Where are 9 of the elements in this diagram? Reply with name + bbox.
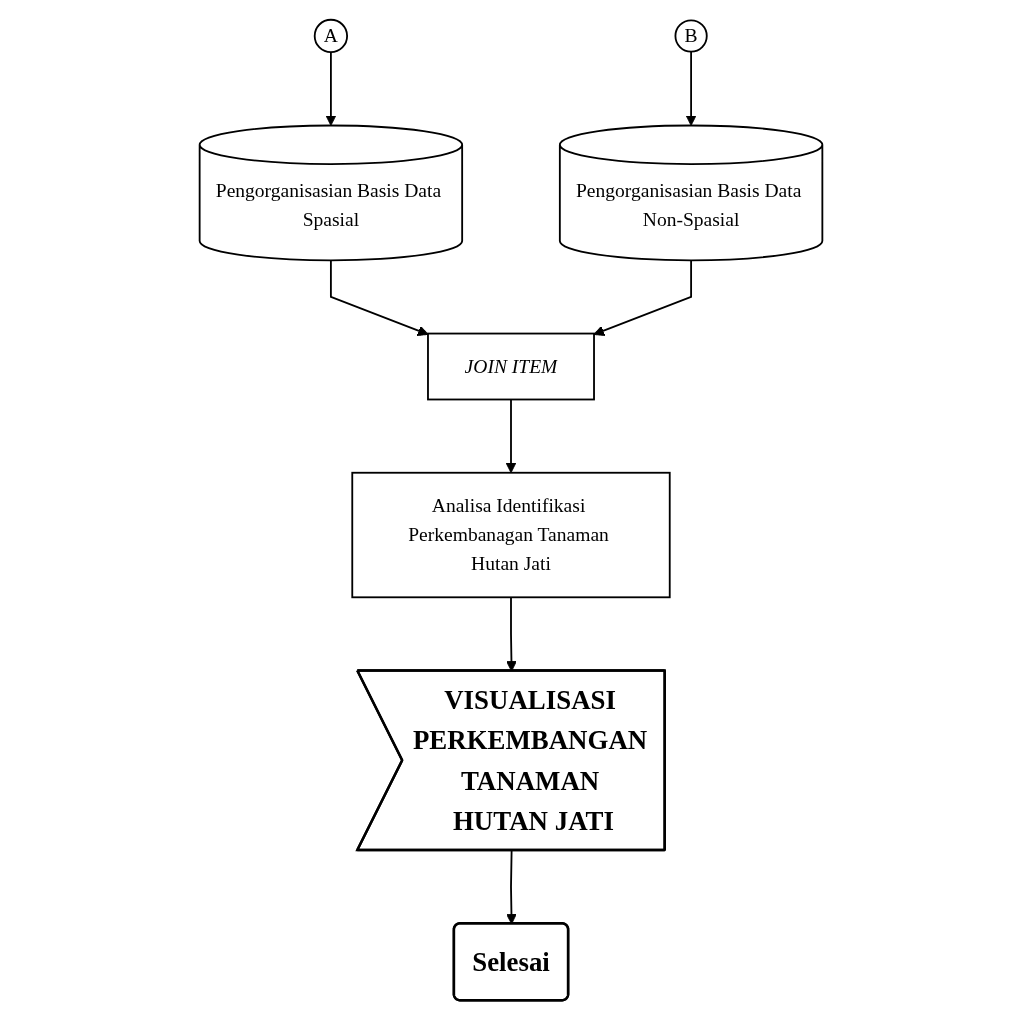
node-circle: A (313, 18, 348, 53)
arrow (505, 398, 516, 473)
node-circle: B (674, 18, 708, 53)
node-box: Analisa Identifikasi Perkembanagan Tanaman Hutan Jati (350, 471, 671, 598)
arrow (593, 258, 692, 336)
node-box: JOIN ITEM (426, 332, 595, 400)
arrow (685, 50, 696, 126)
arrow (325, 50, 336, 126)
arrow (329, 258, 428, 336)
